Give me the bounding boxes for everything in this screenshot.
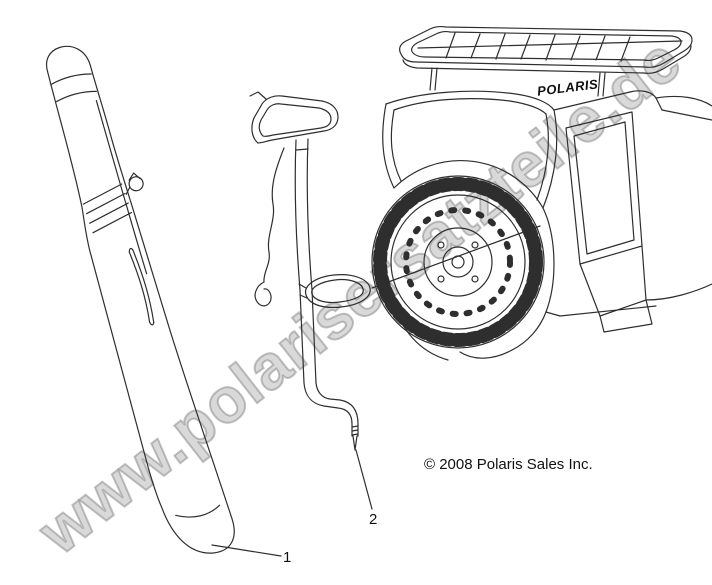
rear-fender-drawing xyxy=(382,90,558,361)
callout-label-1: 1 xyxy=(283,549,292,566)
callout-2-leader-line xyxy=(355,449,373,510)
cord-hook-icon xyxy=(254,147,285,307)
callout-label-2: 2 xyxy=(369,511,378,528)
scabbard-clip-icon xyxy=(125,172,144,195)
callout-1-leader-line xyxy=(211,544,282,557)
mount-location-leader-line xyxy=(371,225,541,289)
rear-frame-drawing xyxy=(545,90,712,333)
atv-rear-drawing xyxy=(371,26,712,361)
copyright-text: © 2008 Polaris Sales Inc. xyxy=(424,456,593,473)
mount-bracket-drawing xyxy=(249,91,371,451)
rear-rack-drawing xyxy=(399,26,693,97)
gun-scabbard-drawing xyxy=(45,45,235,554)
rear-wheel-drawing xyxy=(371,175,545,349)
